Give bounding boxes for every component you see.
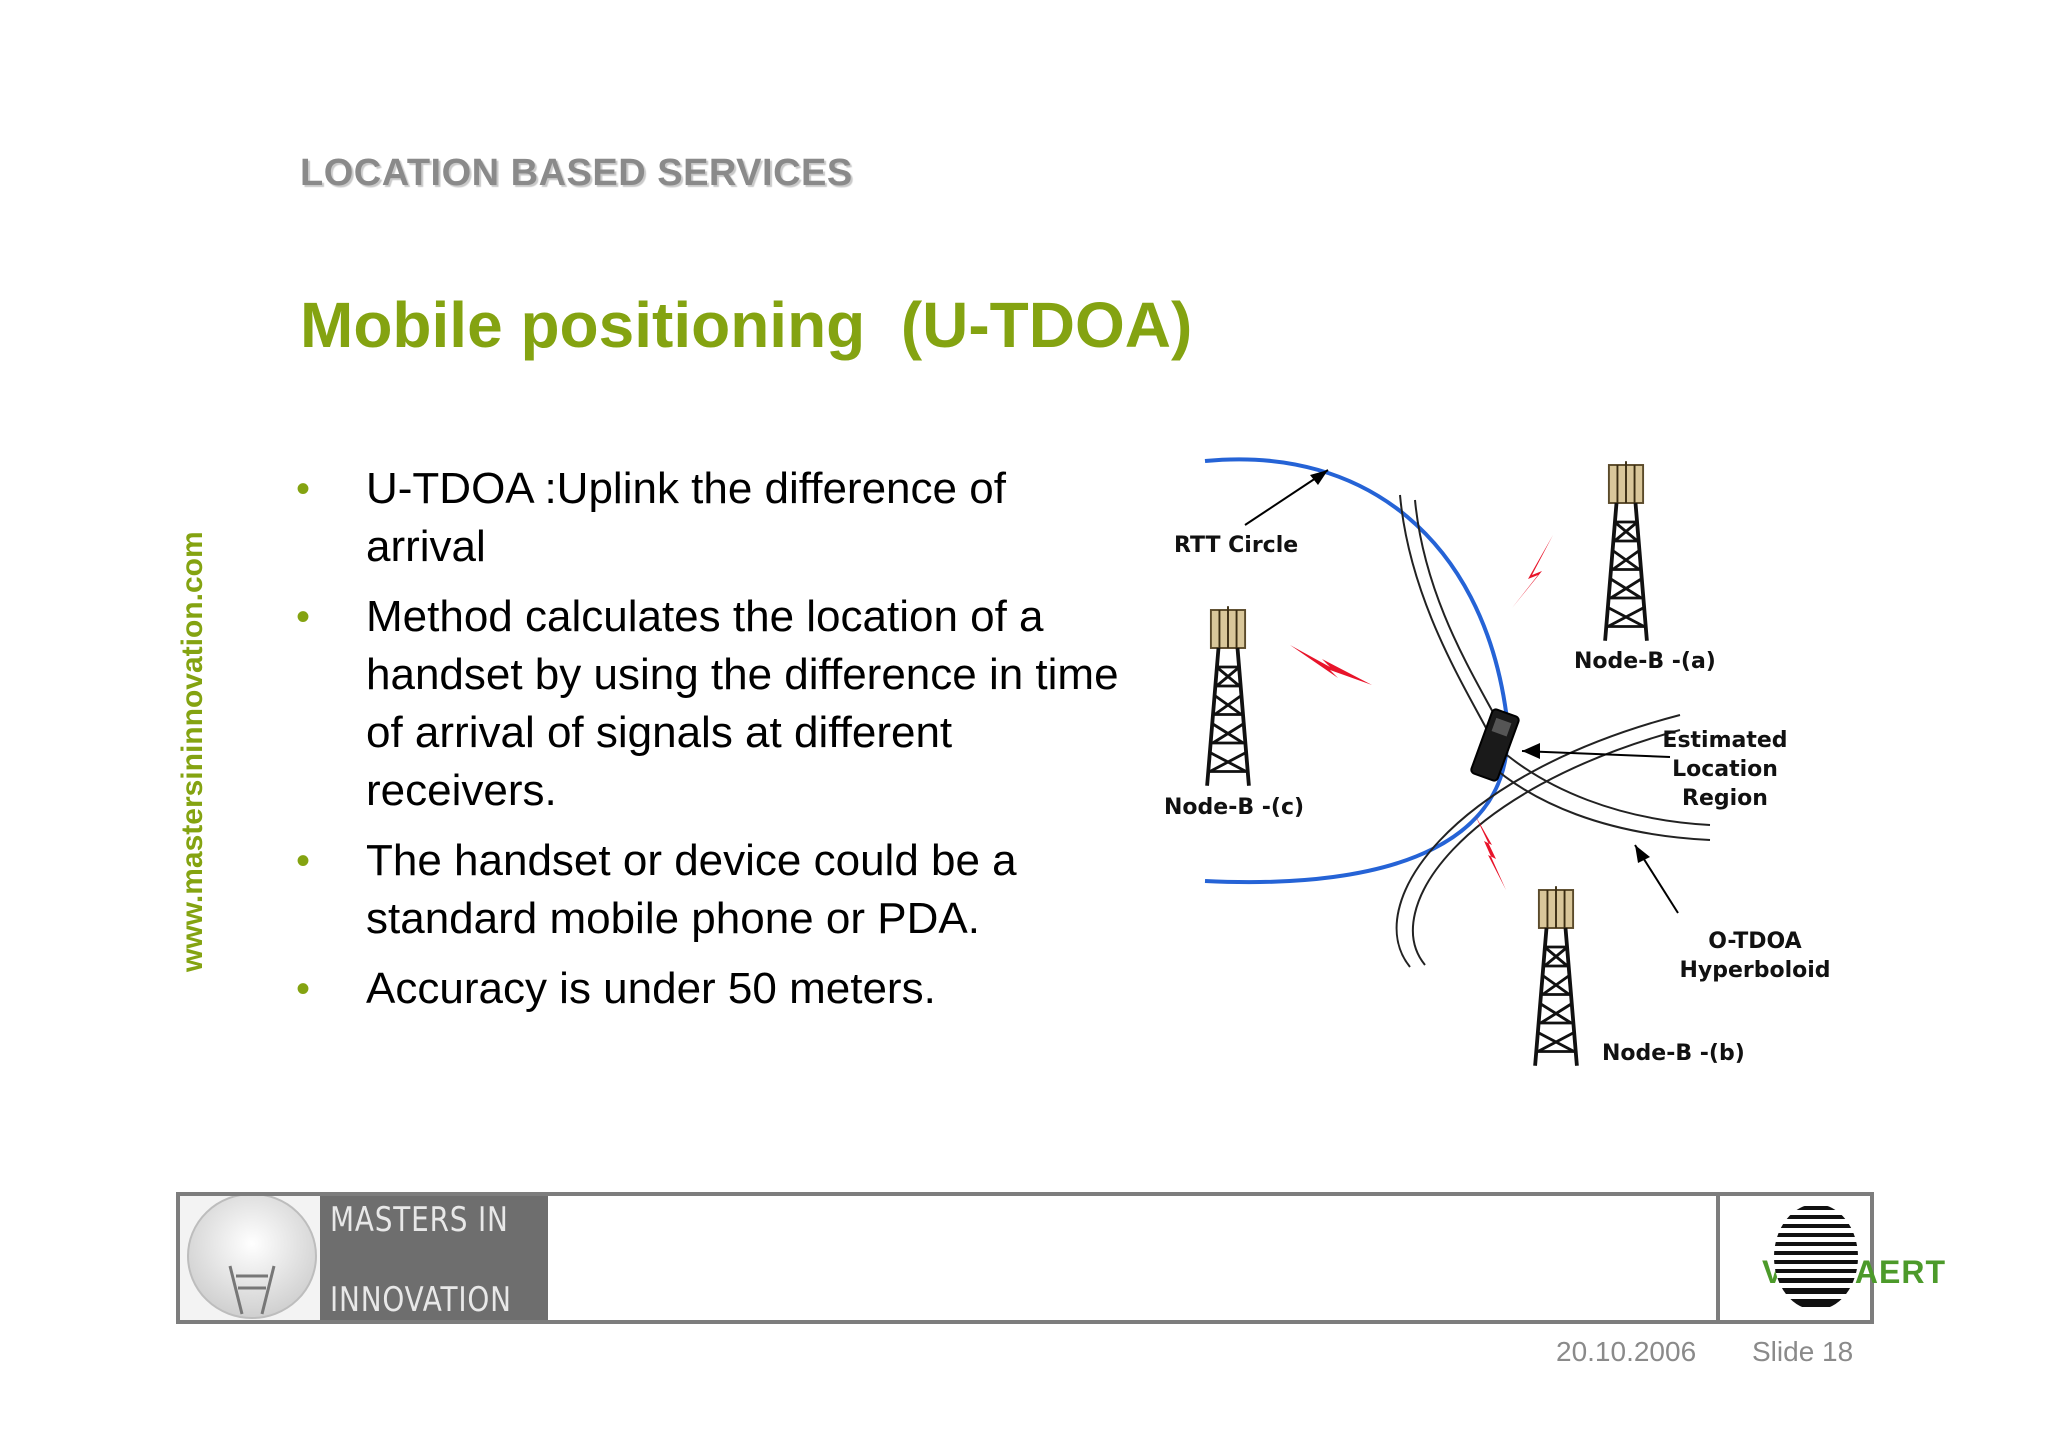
handset-icon <box>1470 708 1520 782</box>
section-header: LOCATION BASED SERVICES <box>300 152 853 194</box>
node-a-label: Node-B -(a) <box>1574 649 1716 674</box>
hyperbola-band <box>1395 714 1681 968</box>
logo-line-2: INNOVATION <box>330 1280 512 1320</box>
utdoa-diagram: RTT Circle Node-B -(a) Node-B -(c) Node-… <box>1164 457 1831 1068</box>
lightbulb-icon <box>180 1196 320 1320</box>
verhaert-logo-icon <box>1774 1204 1858 1310</box>
bullet-item: • Accuracy is under 50 meters. <box>296 960 1136 1018</box>
estimated-label-1: Estimated <box>1662 728 1787 753</box>
rtt-circle-label: RTT Circle <box>1174 533 1298 558</box>
slide-title: Mobile positioning (U-TDOA) <box>300 289 1193 361</box>
signal-bolt-icon <box>1475 815 1506 890</box>
estimated-label-2: Location <box>1672 757 1778 782</box>
node-c-label: Node-B -(c) <box>1164 795 1304 820</box>
hyperbola-band <box>1399 494 1506 746</box>
bullet-text: Accuracy is under 50 meters. <box>366 964 936 1013</box>
slide-number: Slide 18 <box>1752 1336 1854 1367</box>
bullet-dot-icon: • <box>296 467 311 511</box>
bullet-item: • U-TDOA :Uplink the difference of arriva… <box>296 460 1136 576</box>
tower-icon <box>1205 604 1251 788</box>
footer-banner: MASTERS IN INNOVATION VERHAERT <box>176 1192 1945 1324</box>
node-b-label: Node-B -(b) <box>1602 1041 1745 1066</box>
bullet-item: • Method calculates the location of a han… <box>296 588 1136 820</box>
footer-date: 20.10.2006 <box>1556 1336 1697 1367</box>
tower-icon <box>1603 459 1649 643</box>
tower-icon <box>1533 884 1579 1068</box>
otdoa-label-2: Hyperboloid <box>1679 958 1830 983</box>
rtt-circle-arc <box>1204 457 1510 885</box>
bullet-dot-icon: • <box>296 839 311 883</box>
bullet-text: The handset or device could be a standar… <box>366 836 1017 943</box>
logo-line-1: MASTERS IN <box>330 1200 509 1240</box>
bullet-list: • U-TDOA :Uplink the difference of arriva… <box>296 460 1136 1030</box>
bullet-text: U-TDOA :Uplink the difference of arrival <box>366 464 1006 571</box>
signal-bolt-icon <box>1290 645 1372 685</box>
estimated-label-3: Region <box>1682 786 1768 811</box>
masters-in-innovation-logo: MASTERS IN INNOVATION <box>320 1196 548 1320</box>
bullet-item: • The handset or device could be a standa… <box>296 832 1136 948</box>
website-url: www.mastersininnovation.com <box>176 531 209 972</box>
estimated-arrow <box>1521 750 1671 758</box>
otdoa-label-1: O-TDOA <box>1708 929 1801 954</box>
bullet-dot-icon: • <box>296 595 311 639</box>
signal-bolt-icon <box>1512 535 1553 608</box>
bullet-dot-icon: • <box>296 967 311 1011</box>
footer-divider <box>1716 1196 1720 1320</box>
bullet-text: Method calculates the location of a hand… <box>366 592 1119 815</box>
